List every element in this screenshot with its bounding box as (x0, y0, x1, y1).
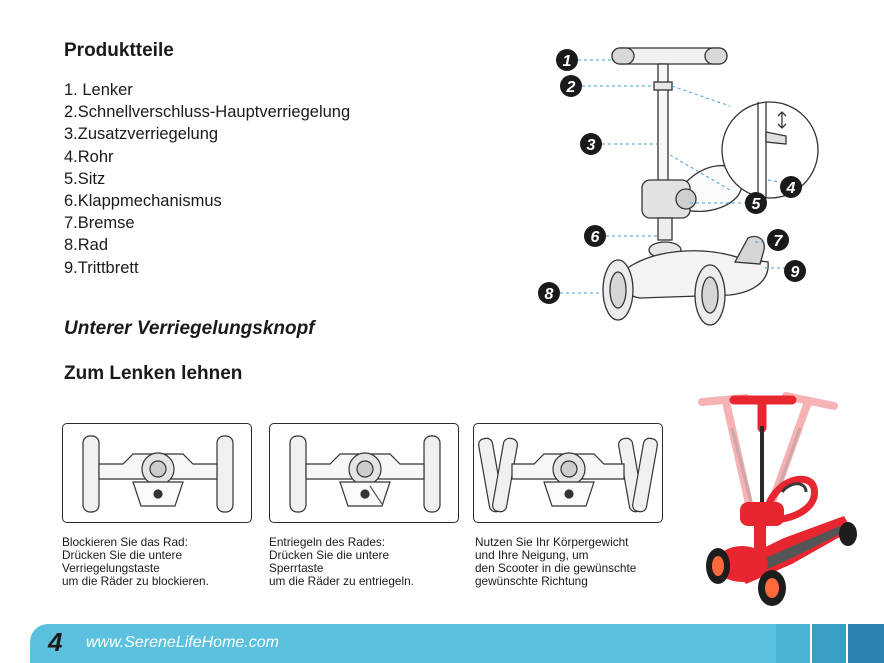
callout-badge (745, 192, 767, 214)
callout-number: 5 (752, 196, 762, 213)
website-link[interactable]: www.SereneLifeHome.com (86, 634, 279, 651)
callout-badge (767, 229, 789, 251)
callout-badge (784, 260, 806, 282)
parts-list-item: 5.Sitz (64, 169, 106, 188)
wheel-lean-drawing (478, 437, 658, 513)
footer-main-stripe (30, 624, 776, 663)
step-panel-unlock (269, 423, 459, 523)
callout-number: 3 (587, 137, 596, 154)
callout-badge (580, 133, 602, 155)
lean-steer-title: Zum Lenken lehnen (64, 363, 243, 384)
parts-list-item: 9.Trittbrett (64, 258, 139, 277)
parts-list-item: 1. Lenker (64, 81, 133, 99)
parts-list-item: 6.Klappmechanismus (64, 192, 222, 211)
red-scooter-image (698, 392, 857, 606)
parts-list-item: 2.Schnellverschluss-Hauptverriegelung (64, 103, 351, 122)
callout-badge (538, 282, 560, 304)
caption-line: Blockieren Sie das Rad: (62, 535, 188, 549)
callout-number: 7 (774, 233, 784, 250)
callout-badge (584, 225, 606, 247)
caption-line: Nutzen Sie Ihr Körpergewicht (475, 535, 629, 549)
caption-line: Sperrtaste (269, 561, 324, 575)
footer-bar: 4 www.SereneLifeHome.com (0, 624, 884, 663)
callout-number: 2 (566, 79, 576, 96)
callout-number: 8 (545, 286, 554, 303)
wheel-unlock-drawing (289, 435, 441, 513)
footer-stripe (776, 624, 810, 663)
scooter-parts-diagram: 1 2 3 4 5 6 7 8 9 (538, 47, 819, 326)
step-panel-lean (473, 423, 663, 523)
step-caption-unlock: Entriegeln des Rades: Drücken Sie die un… (269, 536, 469, 588)
footer-stripe (848, 624, 884, 663)
parts-list-item: 8.Rad (64, 236, 109, 255)
wheel-lock-drawing (82, 435, 234, 513)
callout-badge (560, 75, 582, 97)
caption-line: und Ihre Neigung, um (475, 548, 589, 562)
callout-number: 1 (563, 53, 572, 70)
caption-line: um die Räder zu entriegeln. (269, 574, 414, 588)
caption-line: Verriegelungstaste (62, 561, 160, 575)
callout-badge (780, 176, 802, 198)
footer-stripe (812, 624, 846, 663)
step-panel-lock (62, 423, 252, 523)
callout-number: 6 (591, 229, 600, 246)
caption-line: den Scooter in die gewünschte (475, 561, 637, 575)
parts-list-item: 3.Zusatzverriegelung (64, 125, 219, 144)
lower-lock-title: Unterer Verriegelungsknopf (64, 318, 315, 339)
caption-line: Drücken Sie die untere (62, 548, 183, 562)
parts-list-item: 4.Rohr (64, 147, 114, 166)
parts-list: 1. Lenker 2.Schnellverschluss-Hauptverri… (64, 79, 350, 279)
caption-line: Drücken Sie die untere (269, 548, 390, 562)
product-parts-title: Produktteile (64, 40, 174, 61)
caption-line: Entriegeln des Rades: (269, 535, 386, 549)
parts-list-item: 7.Bremse (64, 214, 135, 233)
callout-badge (556, 49, 578, 71)
page-number: 4 (48, 627, 63, 657)
caption-line: um die Räder zu blockieren. (62, 574, 209, 588)
step-caption-lock: Blockieren Sie das Rad: Drücken Sie die … (62, 536, 262, 588)
caption-line: gewünschte Richtung (475, 574, 588, 588)
callout-number: 9 (791, 264, 800, 281)
step-caption-lean: Nutzen Sie Ihr Körpergewicht und Ihre Ne… (475, 536, 675, 588)
callout-number: 4 (786, 180, 796, 197)
